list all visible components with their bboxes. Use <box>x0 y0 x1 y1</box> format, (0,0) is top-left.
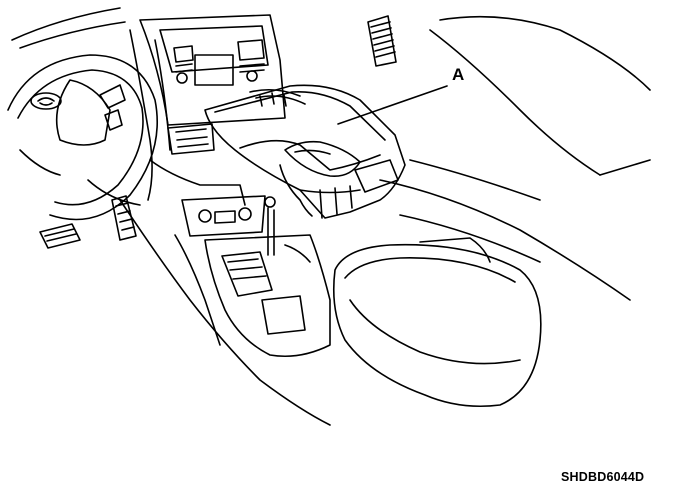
callout-a-leader <box>337 85 448 125</box>
console-cover-a <box>204 84 406 219</box>
pedals <box>39 195 137 249</box>
lower-console <box>119 159 331 426</box>
armrest <box>332 237 542 408</box>
center-dash <box>139 14 286 155</box>
steering-wheel <box>7 54 158 221</box>
figure-code: SHDBD6044D <box>561 470 645 484</box>
a-pillar <box>11 7 126 49</box>
right-console <box>379 15 651 301</box>
air-vent <box>367 15 397 67</box>
callout-label-a: A <box>452 65 465 84</box>
